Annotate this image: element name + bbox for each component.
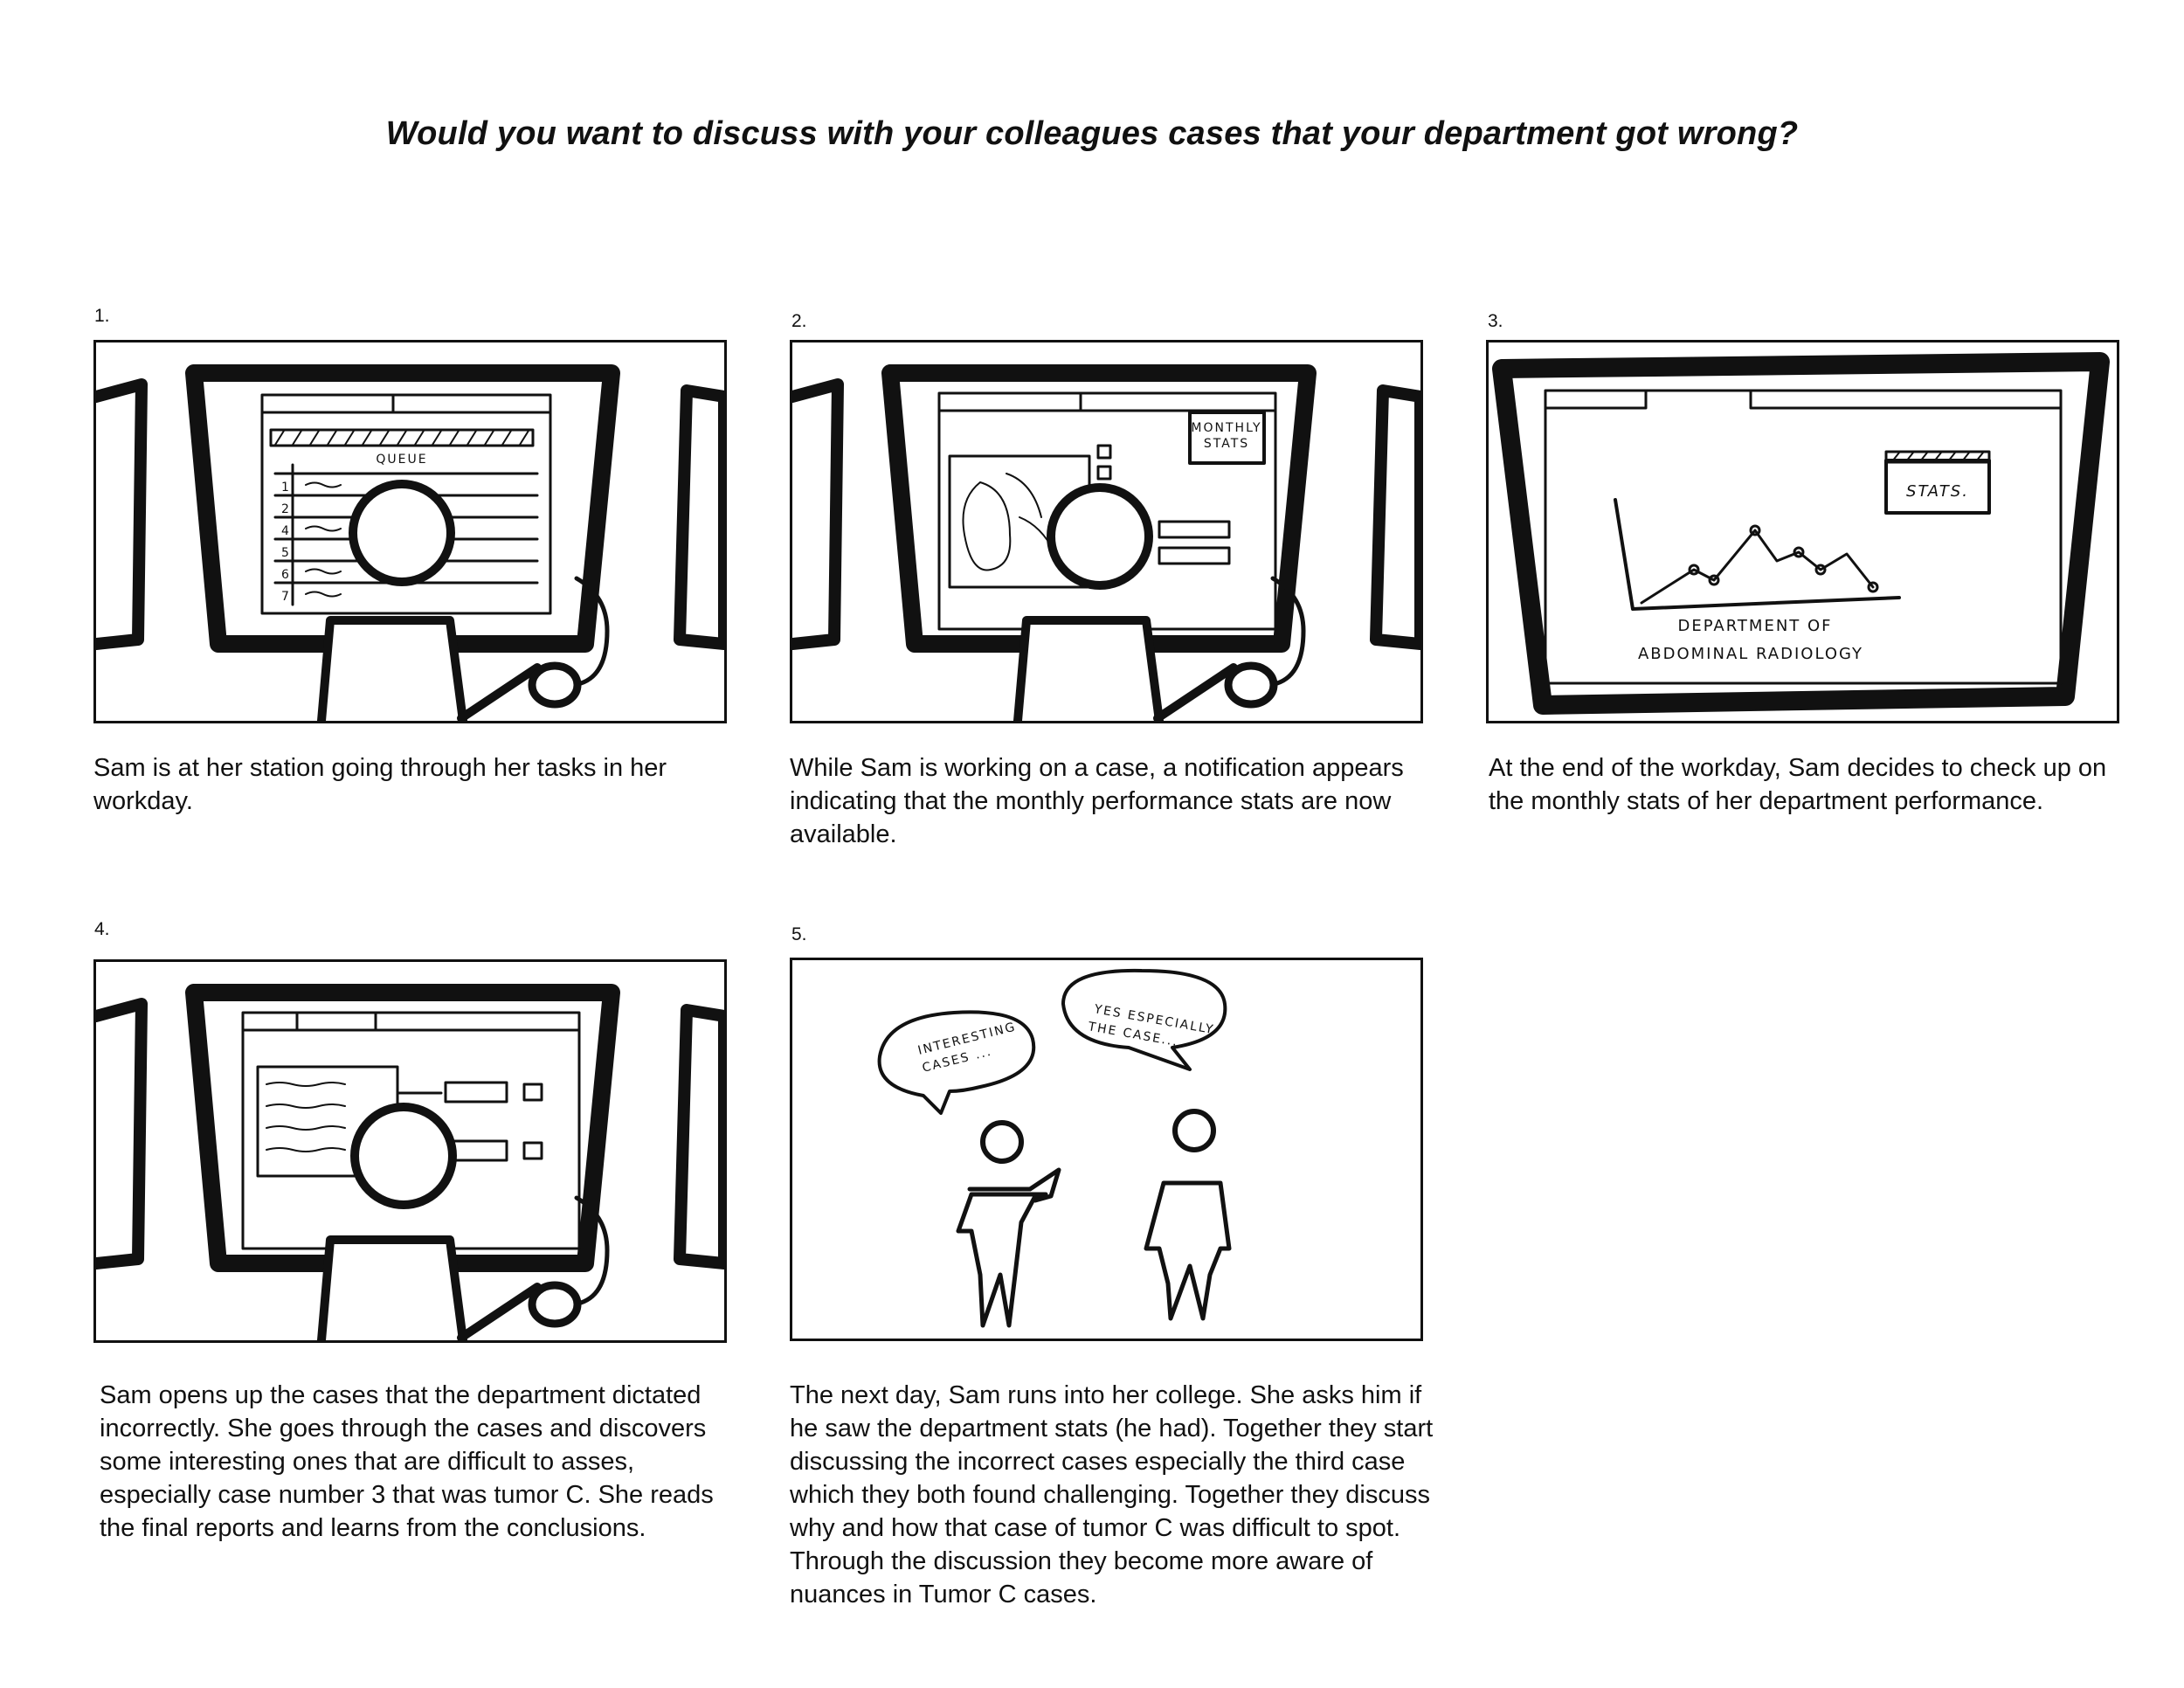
chart-line: [1640, 529, 1875, 605]
queue-row-number: 5: [281, 546, 291, 560]
person-colleague-head: [1172, 1109, 1216, 1152]
person-head: [1047, 483, 1153, 590]
panel-3-caption: At the end of the workday, Sam decides t…: [1489, 754, 2107, 815]
panel-1-frame: QUEUE 1 2 4 5 6 7: [93, 340, 727, 723]
mouse: [528, 1281, 582, 1328]
left-side-monitor: [96, 378, 148, 650]
panel-3-illustration: STATS. DEPARTMENT OF ABDOMINAL RADIOLOGY: [1492, 352, 2110, 715]
main-monitor: [881, 364, 1317, 653]
mouse-cable: [574, 576, 610, 686]
panel-5-illustration: INTERESTING CASES ... YES ESPECIALLY THE…: [877, 968, 1232, 1328]
queue-row-number: 4: [281, 524, 291, 538]
main-monitor: [185, 364, 620, 653]
screen-window: [1544, 389, 2063, 685]
person-head: [350, 1103, 457, 1209]
chart-axes: [1614, 498, 1901, 611]
storyboard-title: Would you want to discuss with your coll…: [385, 115, 1799, 152]
panel-2-frame: MONTHLY STATS: [790, 340, 1423, 723]
speech-bubble-left: [877, 1010, 1036, 1115]
panel-2-caption: While Sam is working on a case, a notifi…: [790, 754, 1404, 848]
panel-5-number: 5.: [791, 924, 807, 944]
stats-box: [1884, 459, 1991, 515]
panel-1-illustration: QUEUE 1 2 4 5 6 7: [96, 364, 724, 721]
person-head: [349, 480, 455, 586]
mouse: [1224, 661, 1278, 709]
chart-label: DEPARTMENT OF: [1677, 617, 1832, 635]
screen-window: [260, 393, 552, 615]
main-monitor: [1492, 352, 2110, 715]
panel-2-number: 2.: [791, 311, 807, 331]
mouse-cable: [574, 1195, 610, 1305]
left-side-monitor: [792, 378, 844, 650]
panel-1-number: 1.: [94, 306, 110, 326]
panel-5-caption: The next day, Sam runs into her college.…: [790, 1381, 1434, 1608]
mouse: [528, 661, 582, 709]
person-body: [317, 616, 467, 721]
panel-4-frame: [93, 959, 727, 1343]
panel-3-number: 3.: [1488, 311, 1503, 331]
queue-row-number: 7: [281, 590, 291, 604]
stats-label: STATS.: [1906, 482, 1969, 501]
mouse-cable: [1270, 576, 1306, 686]
right-side-monitor: [674, 384, 724, 650]
monthly-stats-notification: [1188, 411, 1266, 465]
right-side-monitor: [1370, 384, 1420, 650]
queue-row-number: 1: [281, 481, 291, 495]
panel-2-illustration: MONTHLY STATS: [792, 364, 1420, 721]
chart-label: ABDOMINAL RADIOLOGY: [1638, 645, 1863, 663]
person-colleague-body: [1144, 1180, 1232, 1321]
person-body: [317, 1235, 467, 1340]
main-monitor: [185, 984, 620, 1272]
notification-text: STATS: [1204, 437, 1249, 451]
panel-1-caption: Sam is at her station going through her …: [93, 754, 667, 815]
panel-4-caption: Sam opens up the cases that the departme…: [100, 1381, 714, 1542]
queue-row-number: 6: [281, 568, 291, 582]
panel-5-frame: INTERESTING CASES ... YES ESPECIALLY THE…: [790, 958, 1423, 1341]
person-sam-head: [980, 1120, 1024, 1164]
panel-3-frame: STATS. DEPARTMENT OF ABDOMINAL RADIOLOGY: [1486, 340, 2119, 723]
right-side-monitor: [674, 1004, 724, 1269]
left-side-monitor: [96, 998, 148, 1269]
panel-4-illustration: [96, 984, 724, 1340]
person-sam-body: [956, 1192, 1048, 1328]
person-body: [1013, 616, 1164, 721]
queue-label: QUEUE: [376, 453, 427, 467]
notification-text: MONTHLY: [1191, 421, 1261, 435]
speech-bubble-right: [1061, 968, 1227, 1071]
panel-4-number: 4.: [94, 919, 110, 939]
queue-row-number: 2: [281, 502, 291, 516]
